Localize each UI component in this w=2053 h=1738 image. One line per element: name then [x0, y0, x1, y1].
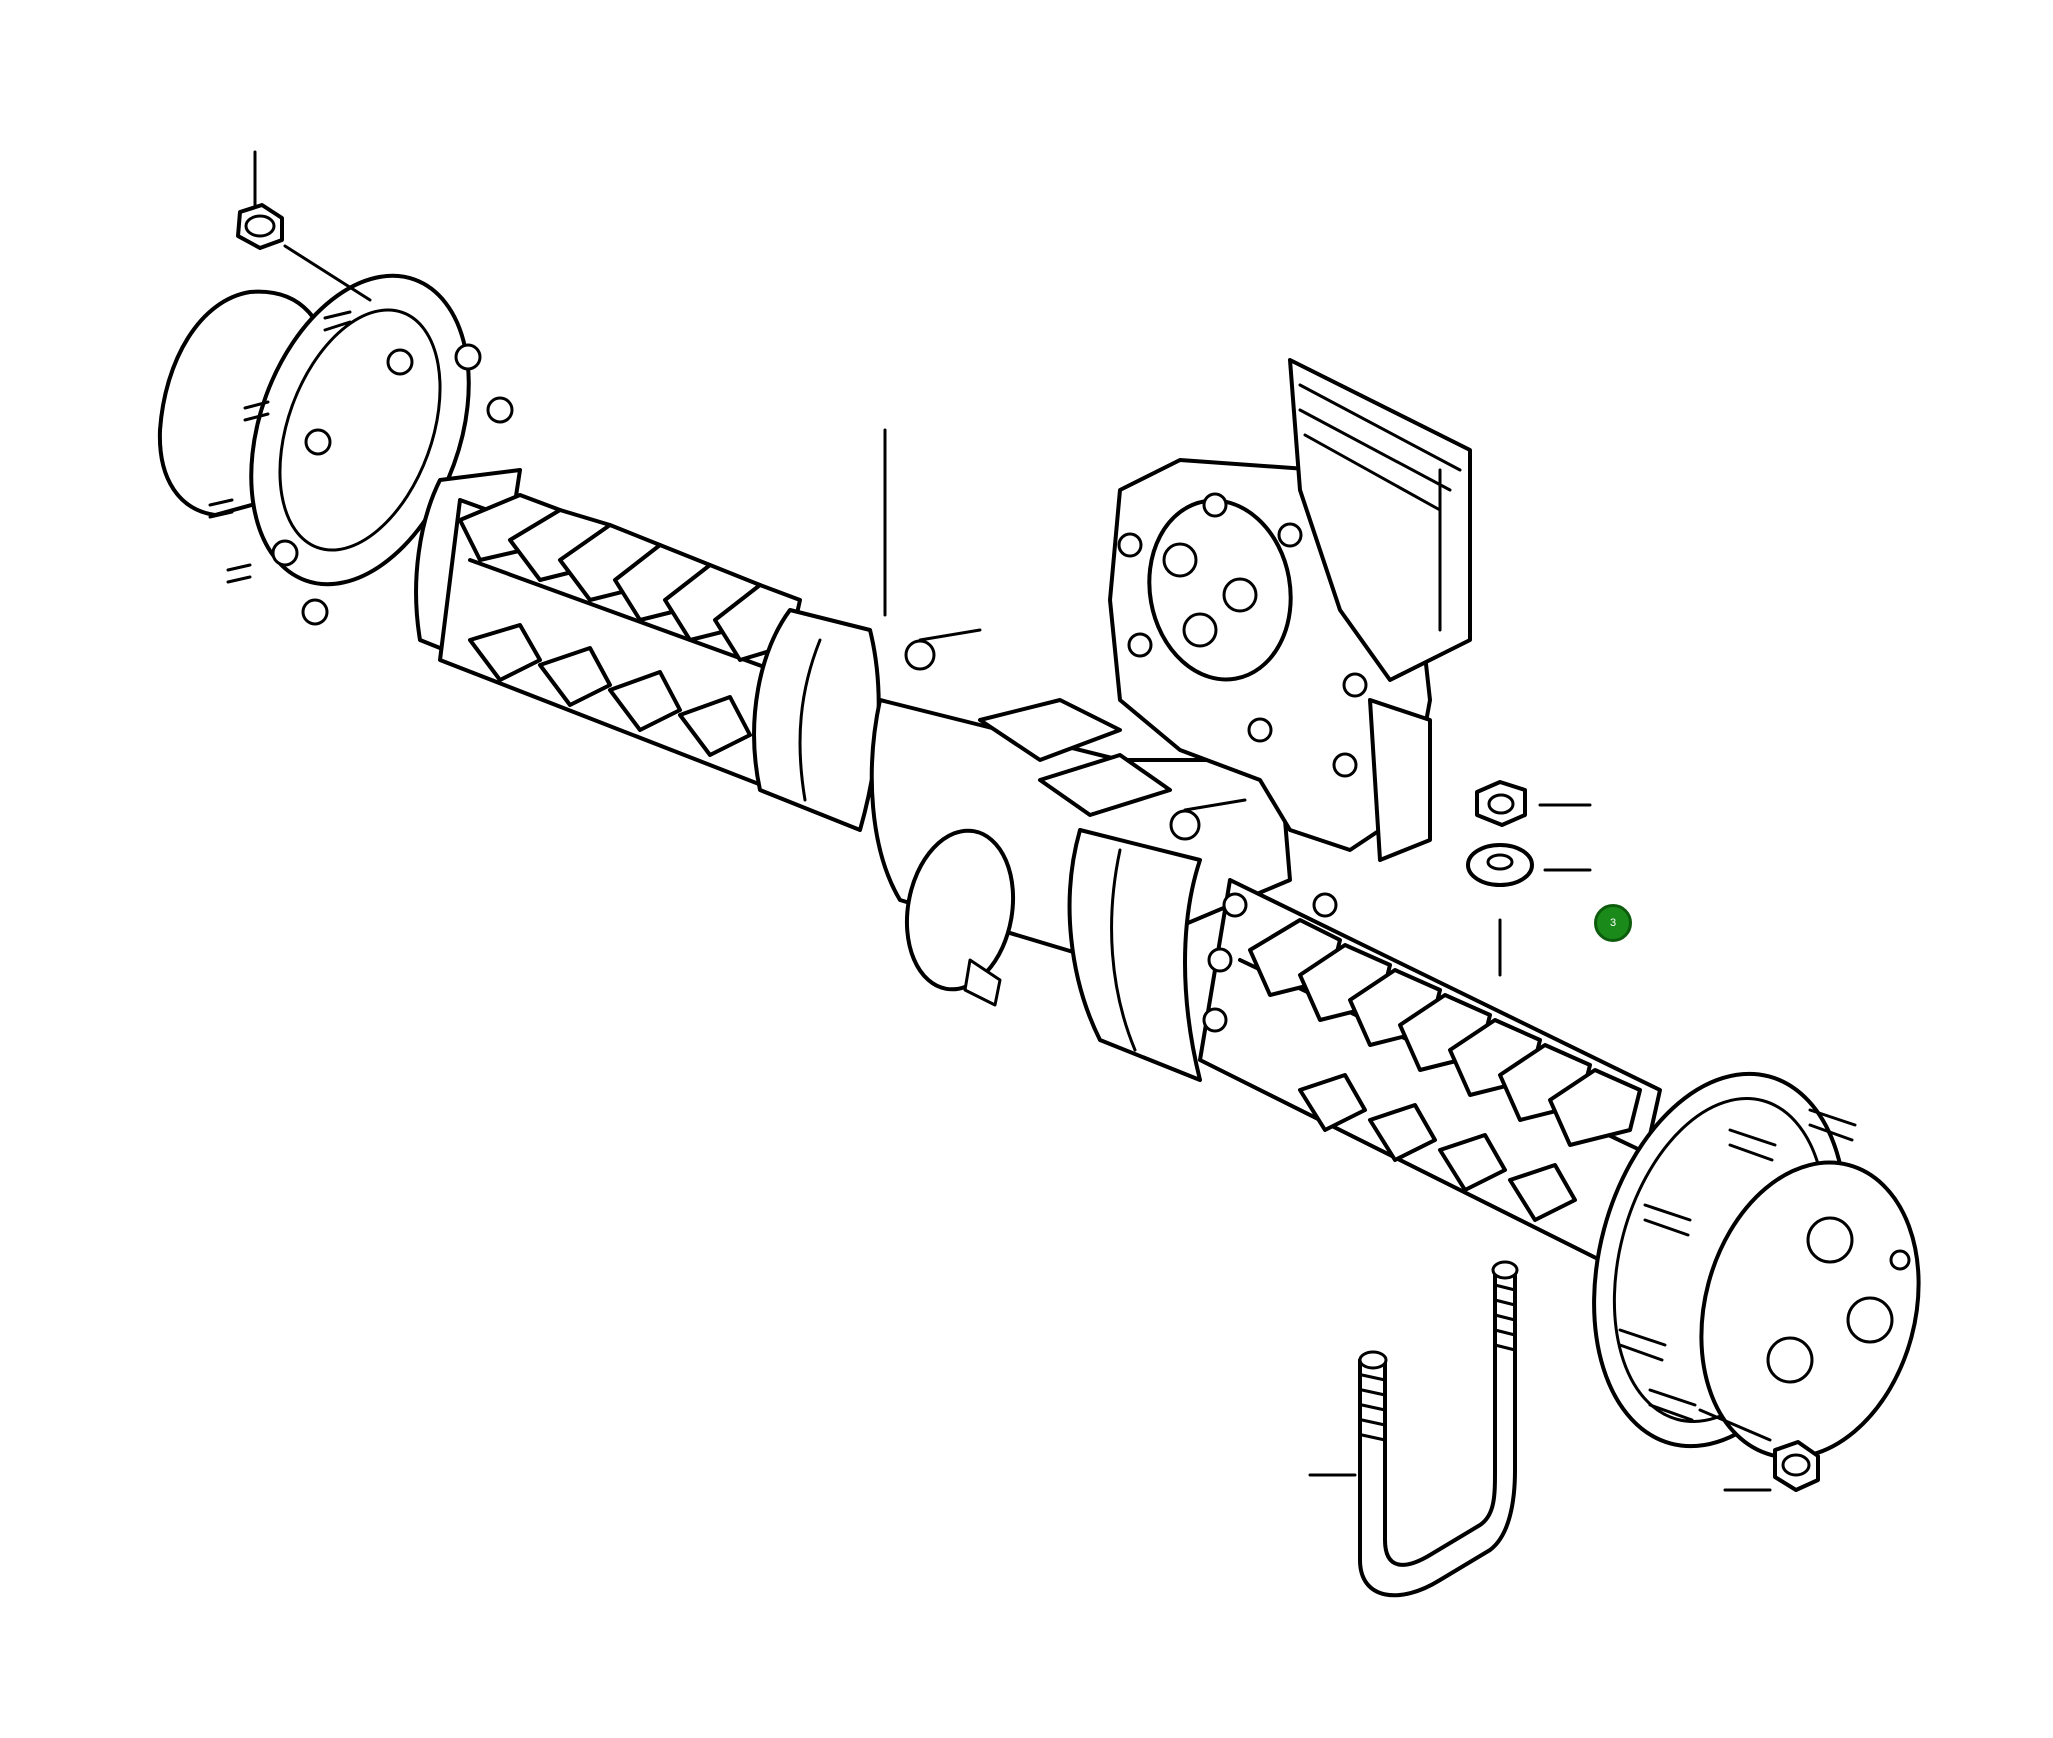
right-wheel-hub [1592, 1071, 1921, 1460]
drop-gearbox [1108, 358, 1472, 862]
nut-and-washer [1466, 780, 1592, 977]
left-wheel-hub [157, 273, 522, 662]
u-bolt [1308, 1260, 1519, 1598]
right-axle-tube [1198, 878, 1662, 1272]
callout-hotspot-3[interactable]: 3 [1594, 904, 1632, 942]
left-hub-nut [236, 150, 372, 302]
right-hub-nut [1698, 1408, 1820, 1492]
differential-housing [752, 608, 1292, 1082]
